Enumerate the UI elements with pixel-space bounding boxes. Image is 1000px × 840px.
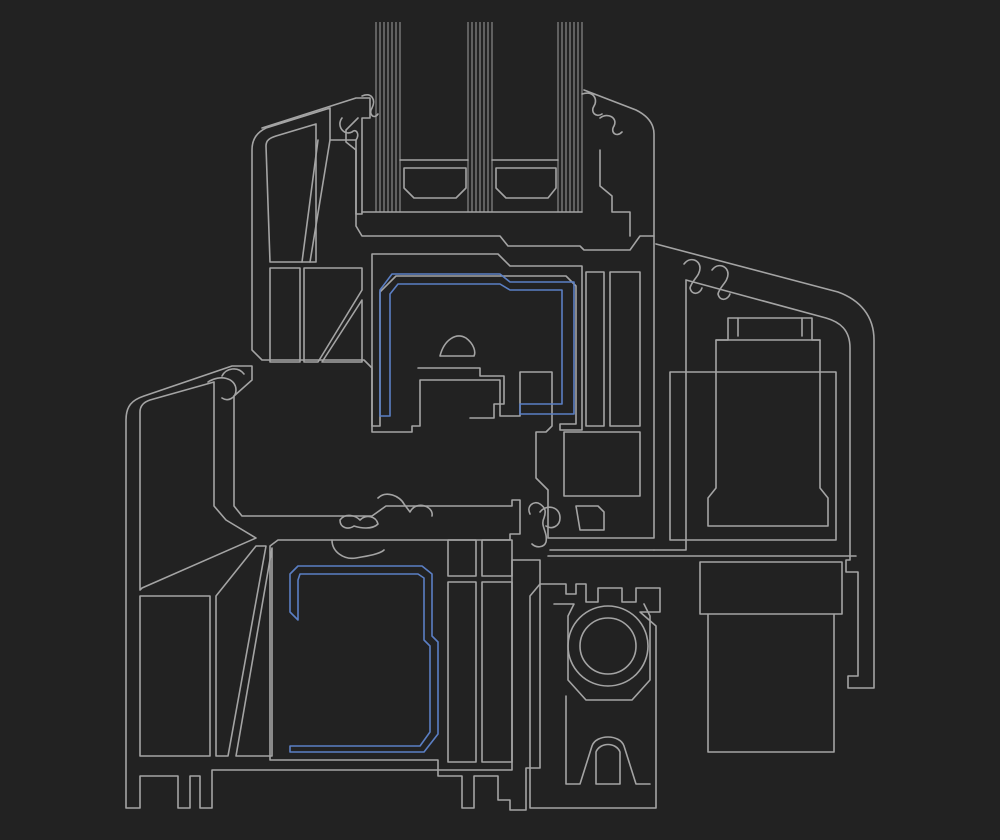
sash-inner-wall (265, 123, 317, 263)
glazing-bead-right (581, 89, 655, 237)
sash-profile (251, 107, 655, 548)
hardware-roller (579, 617, 637, 675)
sill-insert (707, 317, 829, 527)
sash-steel-reinforcement (379, 273, 575, 417)
glass-pane-middle (467, 22, 493, 212)
sill-lower-block (699, 561, 843, 753)
glass-pane-right (557, 22, 583, 212)
glazing-spacer-right (491, 159, 559, 199)
sill-extension (547, 243, 875, 753)
frame-profile (125, 365, 541, 811)
sill-outline (653, 243, 875, 689)
glass-pane-left (375, 22, 401, 212)
sash-hook (417, 335, 505, 419)
frame-chamber-grid (447, 539, 513, 763)
glazing-unit (361, 22, 583, 213)
glazing-spacer-left (399, 159, 469, 199)
glazing-bead-left (261, 94, 379, 215)
sash-outline (251, 107, 655, 539)
frame-outline (125, 365, 541, 811)
hardware-channel (529, 583, 661, 809)
frame-seal (339, 514, 379, 529)
frame-steel-reinforcement (289, 565, 439, 753)
